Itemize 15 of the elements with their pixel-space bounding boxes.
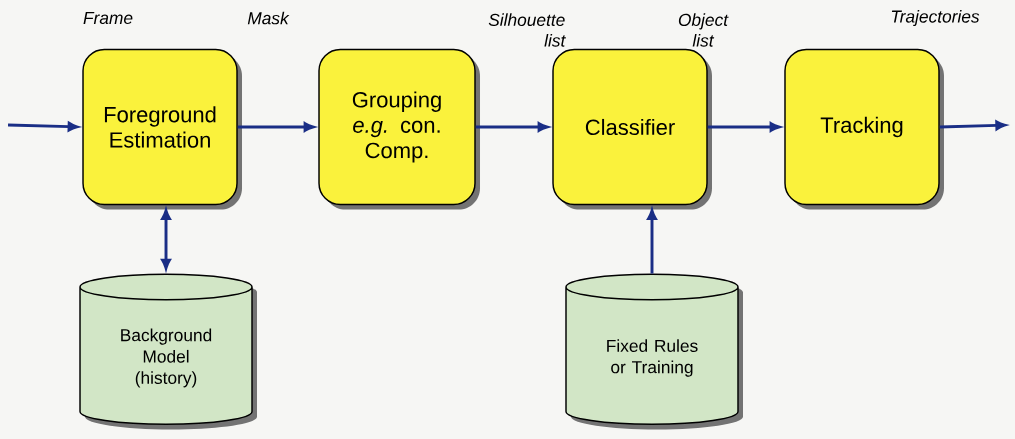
arrow — [237, 122, 315, 132]
database-cylinder: Background Model (history) — [79, 273, 257, 430]
process-box: Tracking — [784, 48, 944, 210]
process-box: Foreground Estimation — [82, 48, 242, 210]
data-label: Trajectories — [891, 9, 980, 27]
data-label: Mask — [247, 11, 290, 25]
database-cylinder: Fixed Rules or Training — [565, 273, 743, 430]
arrow — [707, 122, 781, 132]
arrow — [475, 122, 549, 132]
data-label: Frame — [83, 11, 133, 25]
data-label: Object list — [678, 13, 729, 47]
process-box: Classifier — [552, 48, 712, 210]
arrow — [7, 121, 79, 132]
process-box: Grouping e.g. con. Comp. — [318, 48, 480, 210]
data-label: Silhouette list — [488, 13, 566, 47]
